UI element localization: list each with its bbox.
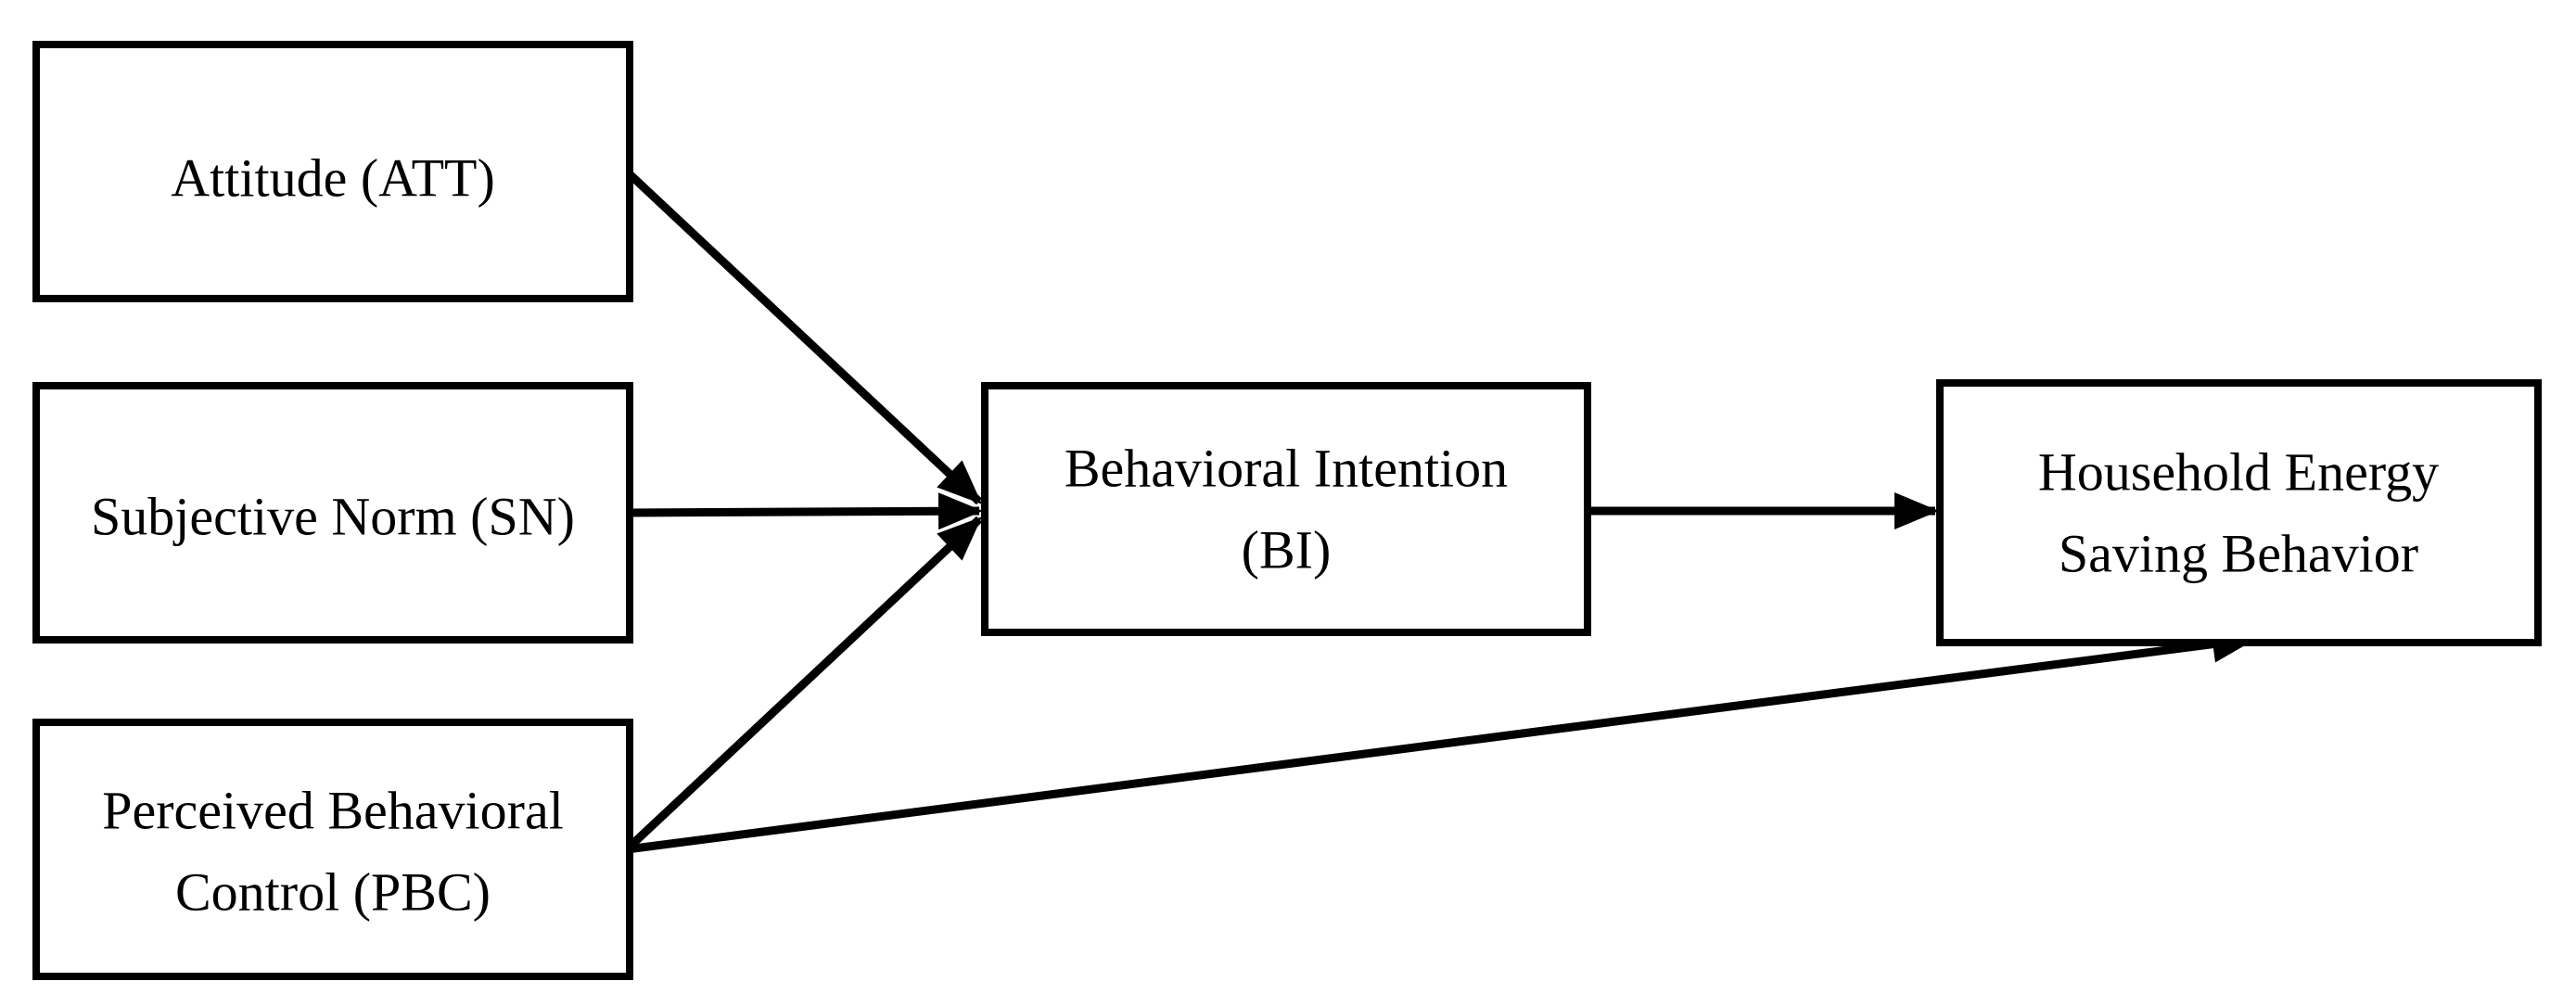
household-energy-saving-behavior-label-line1: Household Energy (2038, 442, 2439, 503)
node-household-energy-saving-behavior: Household Energy Saving Behavior (1936, 379, 2542, 646)
arrow-pbc-to-household-behavior (626, 625, 2257, 854)
behavioral-intention-box (981, 382, 1591, 636)
behavioral-intention-label-line1: Behavioral Intention (1065, 439, 1508, 499)
behavioral-intention-label-line2: (BI) (1242, 520, 1332, 580)
perceived-behavioral-control-label-line2: Control (PBC) (175, 862, 491, 923)
node-subjective-norm: Subjective Norm (SN) (32, 382, 633, 644)
node-perceived-behavioral-control: Perceived Behavioral Control (PBC) (32, 719, 633, 980)
node-attitude: Attitude (ATT) (32, 41, 633, 302)
subjective-norm-label: Subjective Norm (SN) (91, 487, 575, 547)
arrow-subjective-norm-to-behavioral-intention (626, 492, 983, 530)
arrow-pbc-to-behavioral-intention (623, 516, 983, 853)
perceived-behavioral-control-label-line1: Perceived Behavioral (102, 781, 564, 841)
household-energy-saving-behavior-label-line2: Saving Behavior (2059, 524, 2418, 584)
attitude-box (32, 41, 633, 302)
perceived-behavioral-control-box (32, 719, 633, 980)
household-energy-saving-behavior-box (1936, 379, 2542, 646)
node-behavioral-intention: Behavioral Intention (BI) (981, 382, 1591, 636)
arrow-attitude-to-behavioral-intention (623, 168, 983, 505)
attitude-label: Attitude (ATT) (171, 148, 495, 209)
subjective-norm-box (32, 382, 633, 644)
